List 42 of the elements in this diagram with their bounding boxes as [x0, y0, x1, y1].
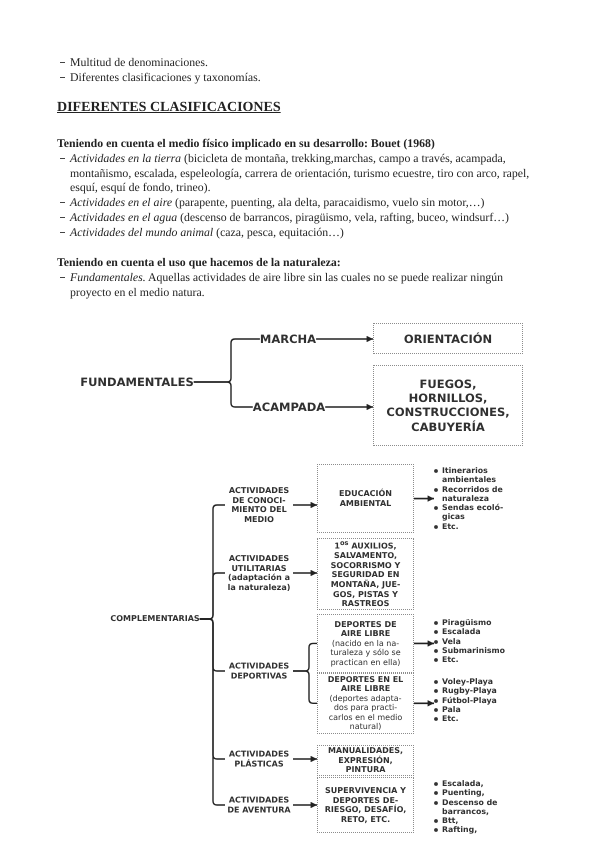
arrow [293, 756, 317, 762]
bullet-text: Diferentes clasificaciones y taxonomías. [70, 70, 262, 85]
subheading: Teniendo en cuenta el medio físico implicado en su desarrollo: Bouet (1968) [57, 136, 436, 151]
arrow [293, 802, 317, 808]
box-heading: DEPORTES EN EL AIRE LIBRE [326, 674, 404, 694]
bullet-text: Actividades en la tierra (bicicleta de montaña, trekking,marchas, campo a través, acampada, montañismo, escalada, espeleología, carrera de orientación, turismo ecuestre, tiro con arco, rapel, esquí, esquí de fondo, trineo). [70, 151, 530, 195]
category-label: ACTIVIDADES UTILITARIAS (adaptación a la naturaleza) [225, 554, 293, 592]
arrow [293, 502, 317, 508]
category-label: ACTIVIDADES DE CONOCI- MIENTO DEL MEDIO [225, 486, 293, 524]
activity-box: FUEGOS, HORNILLOS, CONSTRUCCIONES, CABUYERÍA [373, 365, 523, 446]
curly-brace [293, 670, 317, 704]
arrow [325, 404, 373, 410]
arrow [414, 640, 434, 647]
activity-box: 1$^{os}$ AUXILIOS, SALVAMENTO, SOCORRISMO Y SEGURIDAD EN MONTAÑA, JUE- GOS, PISTAS Y RASTREOS [317, 538, 414, 610]
box-note: (deportes adapta- dos para practi- carlos en el medio natural) [328, 694, 404, 732]
category-label: ACTIVIDADES DE AVENTURA [225, 795, 293, 815]
curly-brace [194, 381, 253, 408]
bullet-text: Actividades del mundo animal (caza, pesca, equitación…) [70, 225, 345, 240]
category-label: ACTIVIDADES PLÁSTICAS [225, 749, 293, 769]
activity-box: SUPERVIVENCIA Y DEPORTES DE- RIESGO, DESAFÍO, RETO, ETC. [317, 777, 414, 834]
bullet-text: Actividades en el aire (parapente, puenting, ala delta, paracaidismo, vuelo sin motor,…) [70, 195, 486, 210]
category-label: ACTIVIDADES DEPORTIVAS [225, 661, 293, 681]
category-label: FUNDAMENTALES [80, 374, 194, 390]
category-label: ACAMPADA [252, 400, 326, 414]
arrow [293, 570, 317, 576]
subheading: Teniendo en cuenta el uso que hacemos de la naturaleza: [57, 255, 342, 270]
bullet-text: Multitud de denominaciones. [70, 55, 209, 70]
bullet-text: Fundamentales. Aquellas actividades de aire libre sin las cuales no se puede realizar ningún proyecto en el medio natura. [70, 270, 504, 300]
activity-box: MANUALIDADES, EXPRESIÓN, PINTURA [317, 745, 414, 776]
activity-box: EDUCACIÓN AMBIENTAL [317, 464, 414, 534]
category-label: MARCHA [260, 332, 316, 346]
section-heading: DIFERENTES CLASIFICACIONES [57, 101, 281, 116]
box-heading: DEPORTES DE AIRE LIBRE [333, 620, 398, 639]
box-note: (nacido en la na- turaleza y sólo se practican en ella) [329, 638, 402, 668]
activity-box [317, 614, 414, 673]
activity-box [317, 673, 414, 734]
arrow [316, 336, 373, 342]
arrow [414, 495, 434, 502]
arrow [414, 700, 434, 706]
bullet-text: Actividades en el agua (descenso de barrancos, piragüismo, vela, rafting, buceo, windsurf…) [70, 210, 510, 225]
activity-box: ORIENTACIÓN [373, 323, 523, 354]
category-label: COMPLEMENTARIAS [110, 614, 200, 624]
